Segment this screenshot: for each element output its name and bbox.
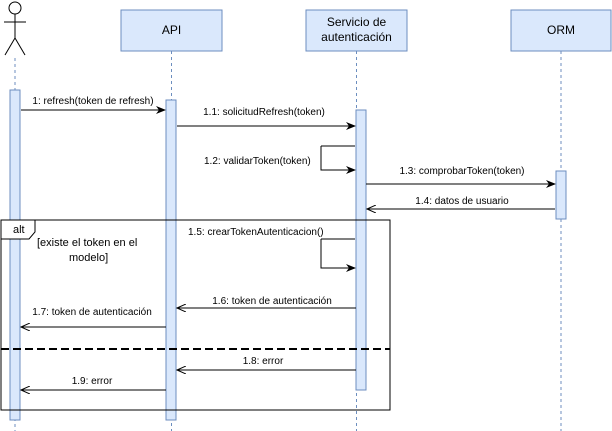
message-1-1-label: 1.1: solicitudRefresh(token) xyxy=(203,107,325,118)
activation-api xyxy=(165,99,177,421)
alt-operator-label: alt xyxy=(13,224,25,236)
alt-fragment: alt [existe el token en el modelo] xyxy=(0,219,391,411)
participant-auth-label-line2: autenticación xyxy=(321,30,392,44)
message-1-3-label: 1.3: comprobarToken(token) xyxy=(399,166,524,177)
participant-api-label: API xyxy=(162,23,181,37)
message-1-6-label: 1.6: token de autenticación xyxy=(212,296,332,307)
participant-auth-service: Servicio de autenticación xyxy=(305,9,408,52)
participant-orm-label: ORM xyxy=(547,23,575,37)
message-1-7-label: 1.7: token de autenticación xyxy=(32,307,152,318)
message-1-4-label: 1.4: datos de usuario xyxy=(415,196,509,207)
alt-guard-line2: modelo] xyxy=(69,252,108,264)
message-1-2-arrow xyxy=(320,146,356,174)
activation-auth xyxy=(355,109,367,391)
participant-api: API xyxy=(120,9,223,52)
participant-auth-label-line1: Servicio de xyxy=(327,15,387,29)
activation-orm xyxy=(555,170,567,220)
message-1-5-label: 1.5: crearTokenAutenticacion() xyxy=(188,227,324,238)
activations xyxy=(9,89,567,421)
actor-icon xyxy=(4,1,26,56)
message-1-label: 1: refresh(token de refresh) xyxy=(32,96,153,107)
message-1-2-label: 1.2: validarToken(token) xyxy=(204,156,311,167)
message-1-8-label: 1.8: error xyxy=(243,356,284,367)
alt-guard-line1: [existe el token en el xyxy=(37,237,137,249)
activation-actor xyxy=(9,89,21,421)
message-1-5-arrow xyxy=(320,239,356,272)
participant-orm: ORM xyxy=(510,9,612,52)
message-1-9-label: 1.9: error xyxy=(72,376,113,387)
